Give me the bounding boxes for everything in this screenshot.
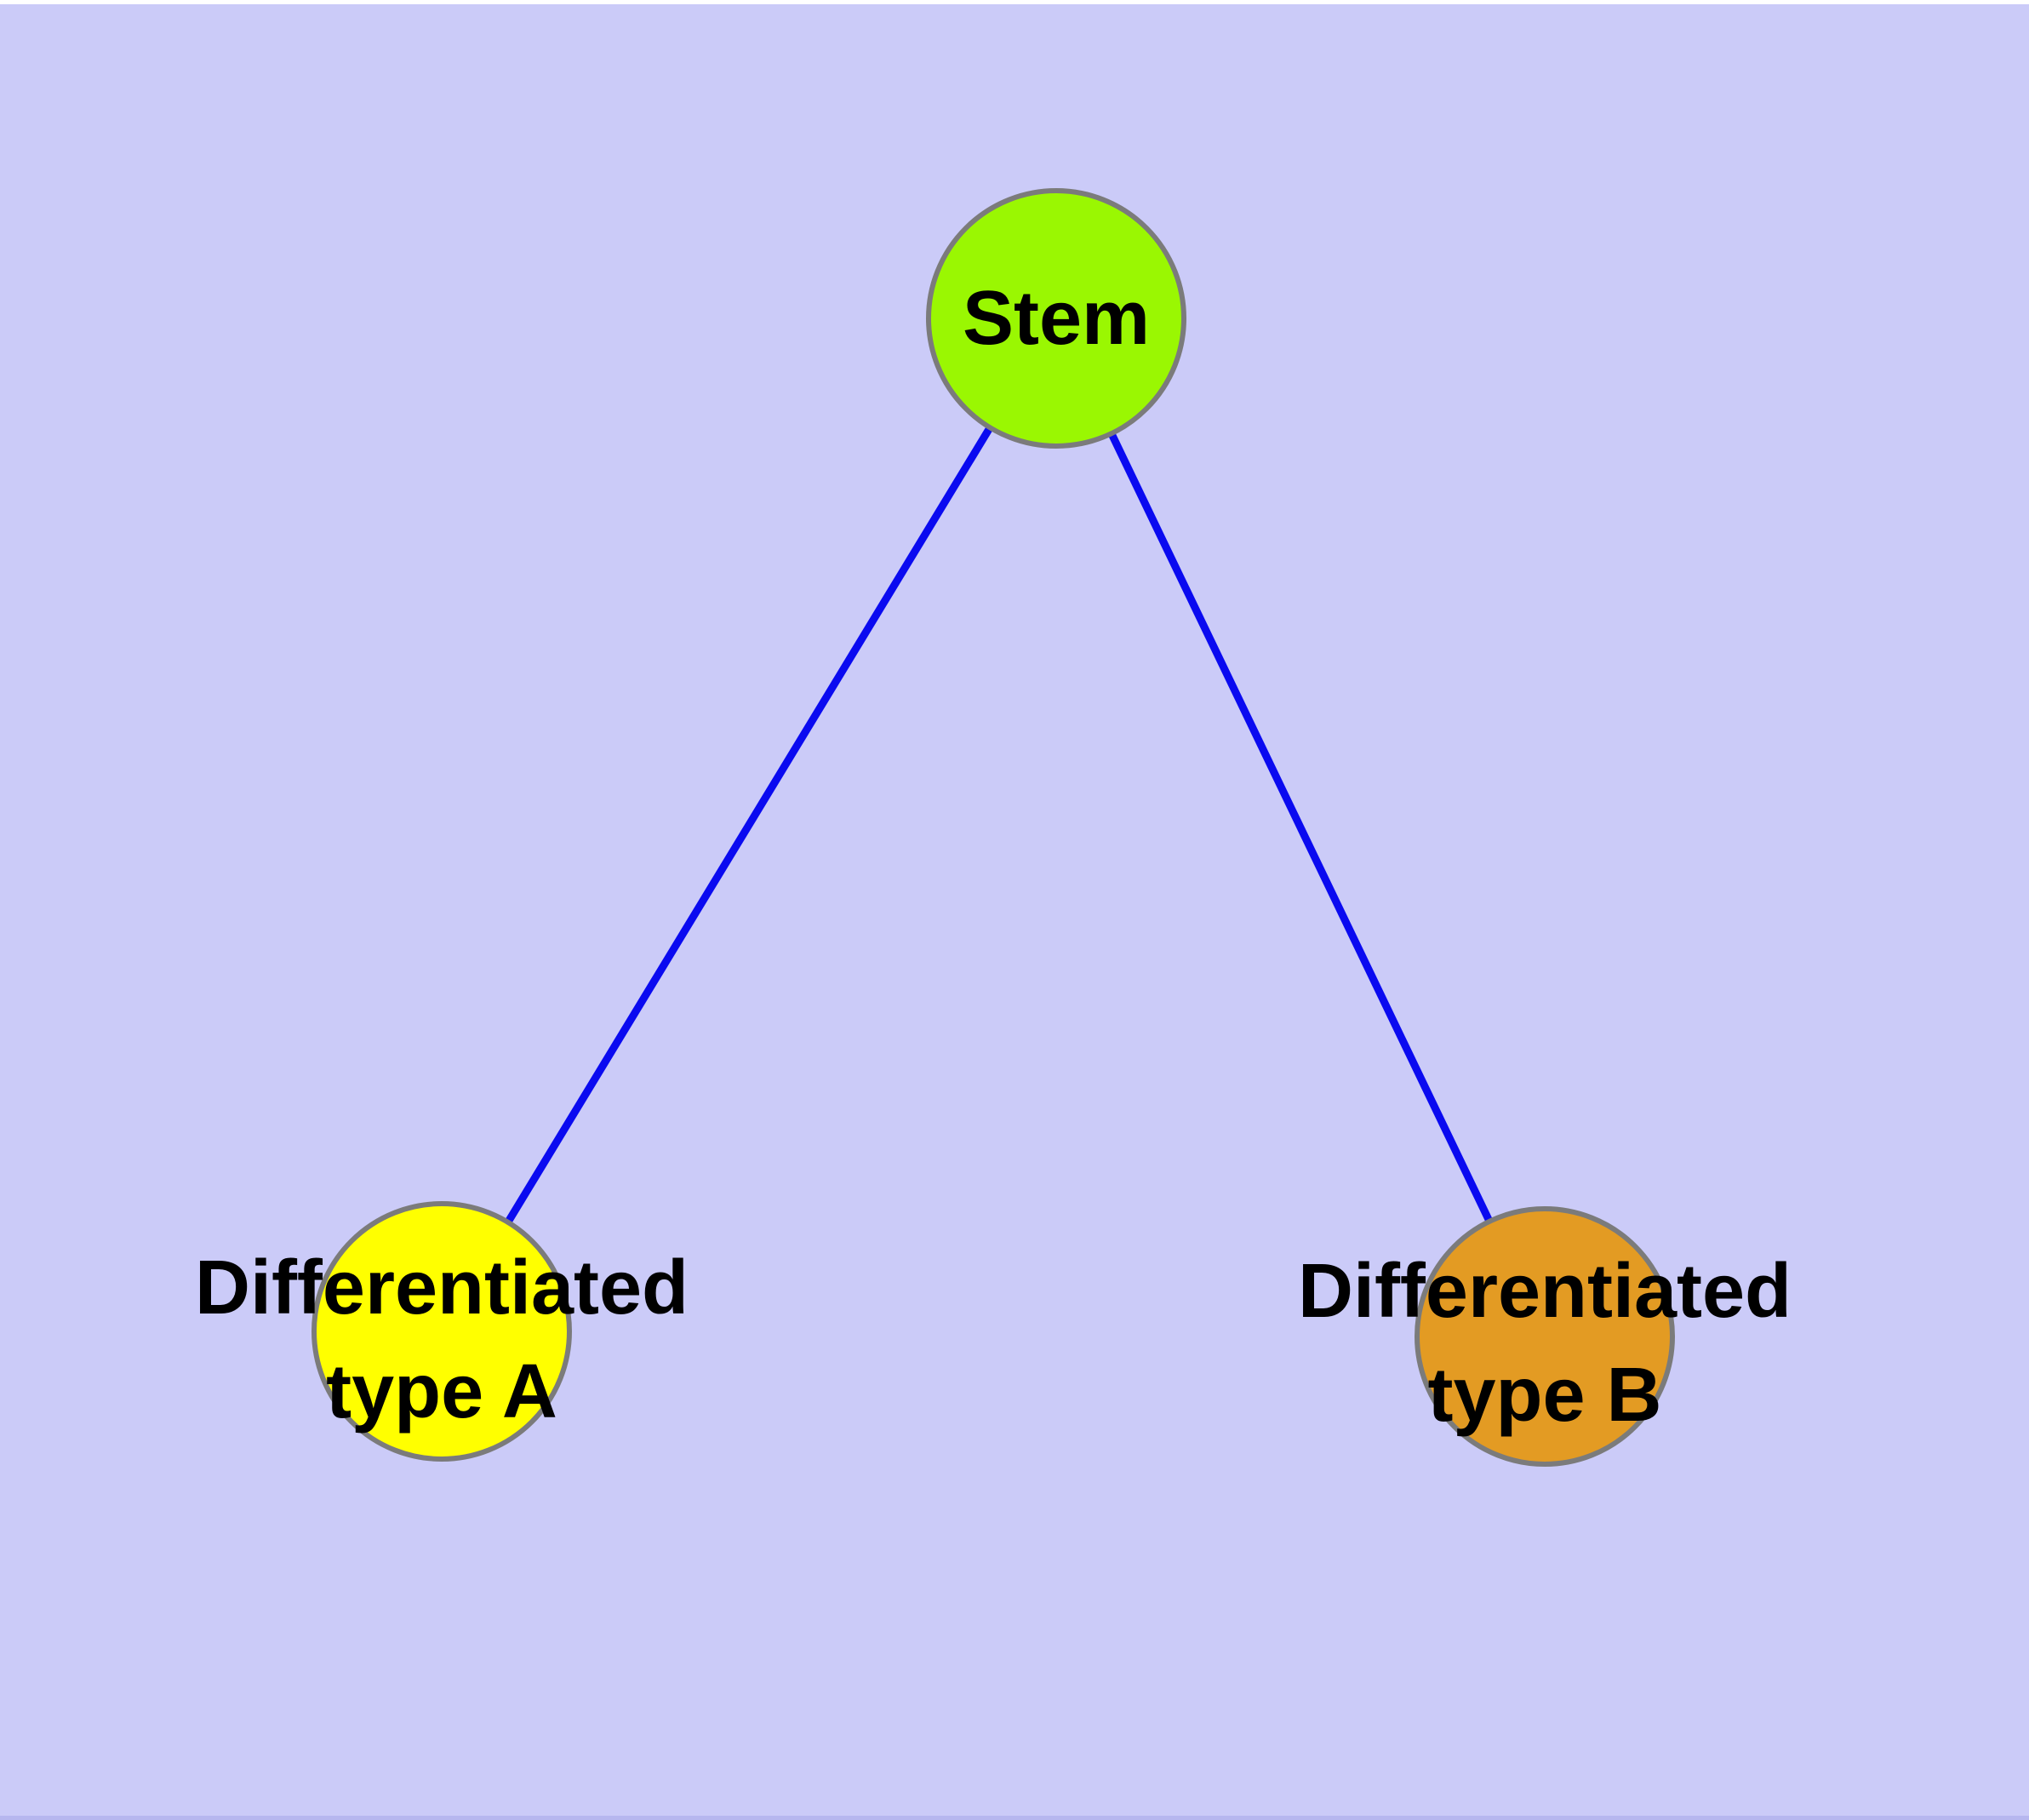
node-type-a-label-line1: Differentiated (195, 1245, 689, 1331)
node-stem-label: Stem (963, 276, 1150, 361)
top-border-strip (0, 0, 2029, 4)
node-type-a-label-line2: type A (326, 1349, 557, 1434)
node-type-b-circle[interactable] (1415, 1206, 1675, 1467)
edge-stem-to-type-b (1052, 317, 1549, 1338)
bottom-border-strip (0, 1816, 2029, 1820)
node-type-b-label-line1: Differentiated (1298, 1249, 1792, 1334)
node-type-a-circle[interactable] (311, 1201, 572, 1462)
edge-stem-to-type-a (438, 316, 1060, 1334)
node-type-b-label-line2: type B (1427, 1353, 1661, 1438)
node-stem-circle[interactable] (926, 188, 1186, 449)
